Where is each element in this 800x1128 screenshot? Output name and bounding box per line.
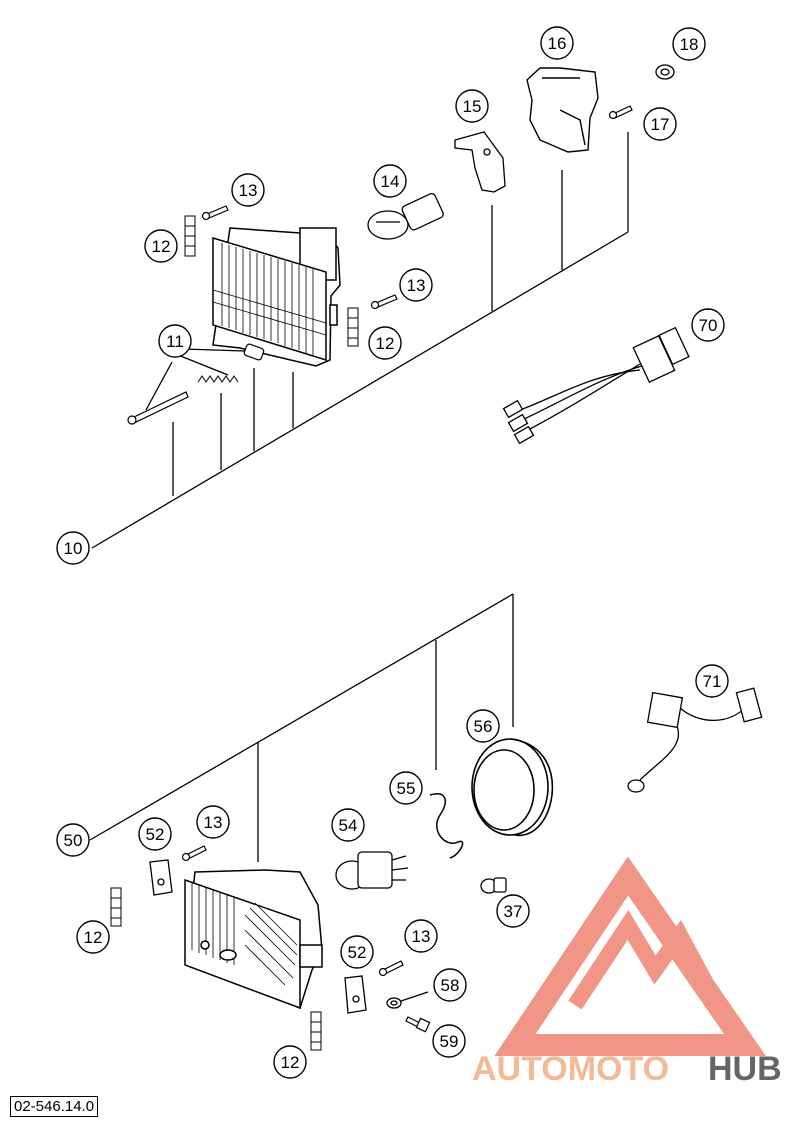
svg-text:52: 52 <box>348 943 367 962</box>
svg-text:59: 59 <box>440 1032 459 1051</box>
grommet <box>655 64 675 80</box>
adjusting-nut <box>243 343 265 361</box>
callout-54: 54 <box>331 808 365 842</box>
headlamp-housing-bottom <box>184 869 323 1010</box>
svg-text:15: 15 <box>463 97 482 116</box>
clip-bottom-left <box>110 887 122 927</box>
spring-clip <box>429 793 464 859</box>
wiring-harness-bottom <box>627 687 763 793</box>
callout-17: 17 <box>643 107 677 141</box>
bracket-right <box>344 975 367 1014</box>
callout-12: 12 <box>76 920 110 954</box>
svg-text:50: 50 <box>64 831 83 850</box>
callout-12: 12 <box>144 229 178 263</box>
watermark-logo: AUTOMOTO HUB <box>472 856 782 1088</box>
wiring-harness-top <box>502 326 690 445</box>
svg-text:70: 70 <box>699 316 718 335</box>
svg-text:16: 16 <box>548 34 567 53</box>
callout-50: 50 <box>56 823 90 857</box>
callout-13: 13 <box>231 173 265 207</box>
screw-bottom-right <box>378 960 404 977</box>
screw-top-right <box>370 294 398 310</box>
callout-71: 71 <box>695 664 729 698</box>
drawing-code-label: 02-546.14.0 <box>10 1096 99 1117</box>
svg-text:52: 52 <box>146 825 165 844</box>
callout-37: 37 <box>496 894 530 928</box>
clip-top-left <box>184 215 196 257</box>
callout-55: 55 <box>389 771 423 805</box>
svg-text:71: 71 <box>703 672 722 691</box>
callout-13: 13 <box>399 268 433 302</box>
rubber-cover <box>526 67 599 153</box>
callout-52: 52 <box>138 817 172 851</box>
svg-text:11: 11 <box>166 332 184 351</box>
callout-58: 58 <box>433 968 467 1002</box>
retaining-ring <box>471 738 554 837</box>
callout-16: 16 <box>540 26 574 60</box>
callout-11: 11 <box>158 324 192 358</box>
headlamp-housing-top <box>212 227 341 367</box>
svg-text:18: 18 <box>680 35 699 54</box>
parking-bulb <box>480 877 507 894</box>
screw-59 <box>405 1016 431 1033</box>
svg-text:13: 13 <box>239 181 258 200</box>
svg-text:58: 58 <box>441 976 460 995</box>
svg-text:12: 12 <box>152 237 171 256</box>
svg-text:13: 13 <box>407 276 426 295</box>
clip-top-right <box>347 307 359 347</box>
screw-top-left <box>201 205 229 221</box>
washer <box>386 997 402 1009</box>
callout-14: 14 <box>373 164 407 198</box>
bulb-top <box>367 193 444 240</box>
callout-12: 12 <box>273 1045 307 1079</box>
clip-bottom-right <box>310 1011 322 1051</box>
svg-text:17: 17 <box>651 115 670 134</box>
leader-lines-bottom <box>89 593 514 1003</box>
callout-59: 59 <box>432 1024 466 1058</box>
callout-15: 15 <box>455 89 489 123</box>
watermark-text-automoto: AUTOMOTO <box>472 1050 669 1088</box>
leader-lines-top <box>91 132 629 549</box>
svg-text:54: 54 <box>339 816 358 835</box>
svg-text:10: 10 <box>64 539 83 558</box>
callout-10: 10 <box>56 531 90 565</box>
callout-52: 52 <box>340 935 374 969</box>
svg-text:56: 56 <box>474 717 493 736</box>
bulb-holder-bracket <box>454 131 506 193</box>
callout-70: 70 <box>691 308 725 342</box>
callout-13: 13 <box>196 805 230 839</box>
callout-56: 56 <box>466 709 500 743</box>
callout-12: 12 <box>368 326 402 360</box>
watermark-text-hub: HUB <box>708 1050 782 1088</box>
screw-bottom-left <box>181 845 207 862</box>
callout-18: 18 <box>672 27 706 61</box>
svg-text:55: 55 <box>397 779 416 798</box>
svg-text:12: 12 <box>376 334 395 353</box>
bracket-left <box>149 859 173 896</box>
svg-text:37: 37 <box>504 902 523 921</box>
svg-text:12: 12 <box>281 1053 300 1072</box>
callout-13: 13 <box>404 919 438 953</box>
spring <box>197 375 239 383</box>
screw-cover <box>608 105 633 120</box>
svg-text:13: 13 <box>412 927 431 946</box>
svg-text:14: 14 <box>381 172 400 191</box>
svg-text:12: 12 <box>84 928 103 947</box>
svg-text:13: 13 <box>204 813 223 832</box>
bulb-h4 <box>335 851 409 890</box>
adjusting-screw <box>127 391 189 425</box>
